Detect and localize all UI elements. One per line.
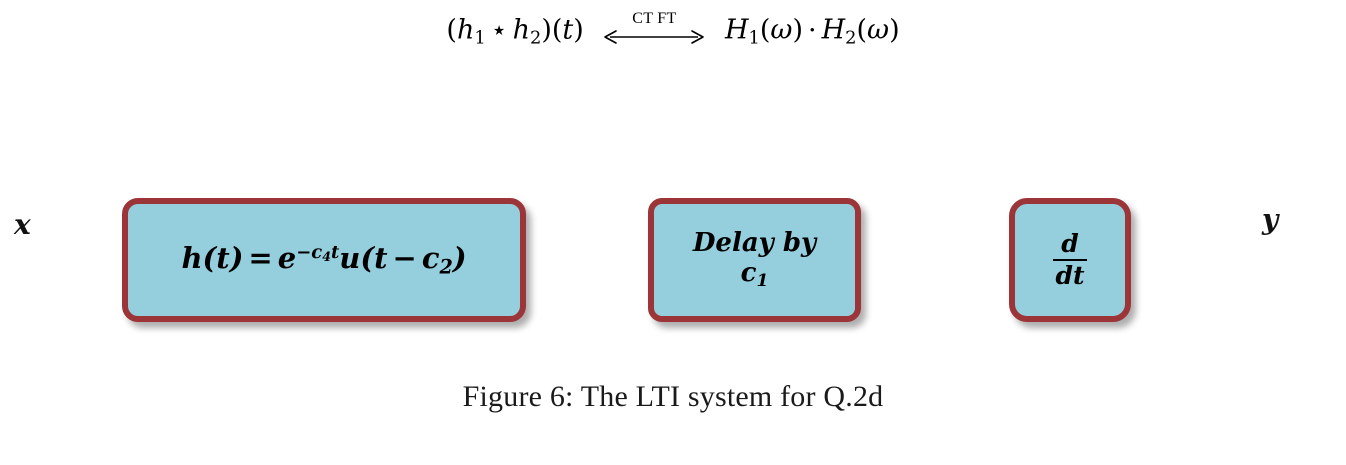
- h-close-paren: ): [229, 240, 244, 275]
- exponent-minus: −: [296, 242, 312, 264]
- ct-ft-double-arrow-icon: CT FT: [602, 10, 706, 48]
- fraction-bar: [1053, 259, 1087, 261]
- formula-H1-omega: ω: [770, 14, 793, 46]
- step-function-u: u: [339, 240, 361, 275]
- formula-H1-open-paren: (: [759, 14, 771, 46]
- delay-line1: Delay by: [692, 227, 817, 258]
- formula-left-variable-t: t: [562, 14, 574, 46]
- formula-h2: h: [512, 14, 530, 46]
- fourier-transform-pair: (h1⋆h2)(t) CT FT H1(ω)·H2(ω): [0, 0, 1346, 62]
- formula-expression: (h1⋆h2)(t) CT FT H1(ω)·H2(ω): [446, 10, 900, 49]
- convolution-star: ⋆: [490, 14, 508, 46]
- block-derivative-label: d dt: [1051, 228, 1088, 290]
- exponent-group: −c4t: [296, 242, 340, 265]
- block-impulse-response[interactable]: h(t)=e−c4tu(t−c2): [122, 198, 526, 322]
- formula-left-tail-paren: ): [573, 14, 584, 46]
- derivative-numerator: d: [1061, 228, 1079, 258]
- formula-H1-subscript: 1: [748, 27, 760, 49]
- formula-h1-subscript: 1: [474, 27, 486, 49]
- exponent-c-subscript: 4: [322, 249, 331, 265]
- u-arg-c: c: [421, 240, 440, 275]
- ct-ft-arrow-label: CT FT: [632, 10, 677, 27]
- formula-H1-close-paren: ): [792, 14, 803, 46]
- input-signal-label: x: [14, 208, 31, 241]
- u-minus-sign: −: [392, 240, 417, 275]
- output-signal-label: y: [1262, 203, 1279, 236]
- block-derivative[interactable]: d dt: [1009, 198, 1131, 322]
- u-open-paren: (: [360, 240, 375, 275]
- formula-H2-subscript: 2: [845, 27, 857, 49]
- formula-H2-omega: ω: [867, 14, 890, 46]
- exponent-t: t: [330, 242, 340, 264]
- figure-caption: Figure 6: The LTI system for Q.2d: [462, 380, 884, 413]
- formula-h2-subscript: 2: [529, 27, 542, 49]
- multiplication-dot: ·: [808, 14, 817, 46]
- derivative-denominator: dt: [1055, 261, 1085, 290]
- u-arg-c-subscript: 2: [439, 255, 453, 279]
- double-headed-arrow-icon: [604, 30, 705, 44]
- h-arg-t: t: [216, 240, 230, 275]
- h-open-paren: (: [202, 240, 217, 275]
- u-close-paren: ): [452, 240, 467, 275]
- exponential-base-e: e: [277, 240, 297, 275]
- block-delay[interactable]: Delay by c1: [648, 198, 861, 322]
- formula-H2-open-paren: (: [856, 14, 868, 46]
- formula-left-open-paren: (: [446, 14, 457, 46]
- formula-h1: h: [456, 14, 475, 46]
- derivative-fraction: d dt: [1051, 228, 1088, 290]
- formula-left-close-paren: )(: [541, 14, 563, 46]
- u-arg-t: t: [374, 240, 388, 275]
- block-delay-label: Delay by c1: [692, 227, 817, 291]
- formula-H1: H: [724, 14, 749, 46]
- formula-H2: H: [821, 14, 846, 46]
- h-symbol: h: [181, 240, 203, 275]
- block-impulse-response-label: h(t)=e−c4tu(t−c2): [181, 240, 467, 279]
- h-equals-sign: =: [248, 240, 273, 275]
- delay-amount-subscript: 1: [756, 270, 769, 291]
- exponent-c: c: [311, 242, 323, 264]
- formula-H2-close-paren: ): [889, 14, 900, 46]
- delay-amount-c: c: [740, 257, 757, 288]
